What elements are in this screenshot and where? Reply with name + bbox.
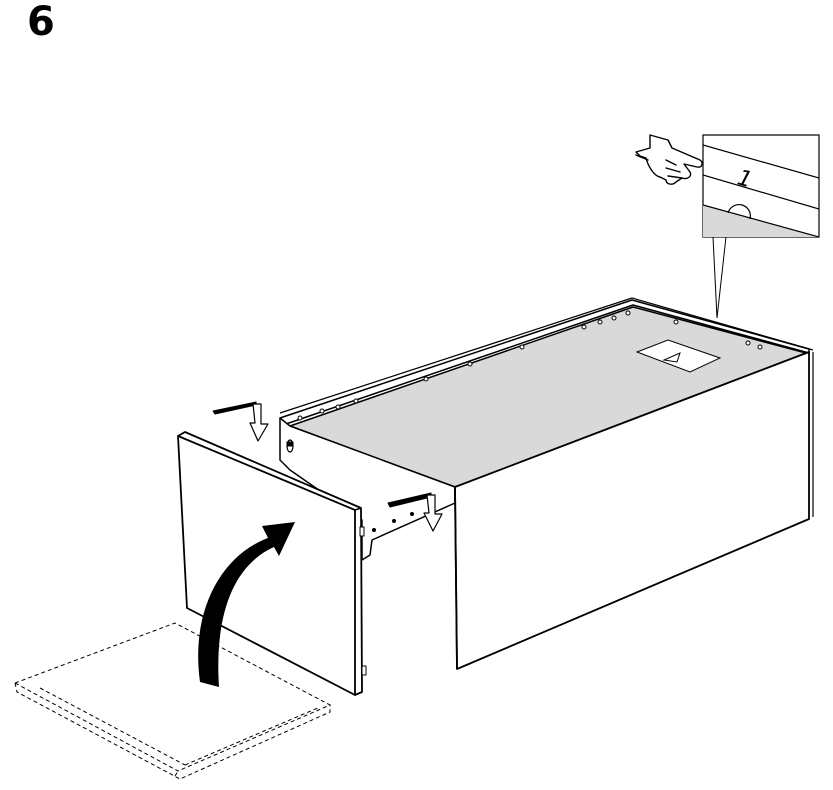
down-arrow-icon	[387, 492, 443, 532]
down-arrow-icon	[212, 401, 269, 442]
warning-label	[635, 339, 722, 373]
detail-inset: 1	[702, 134, 820, 319]
pointing-hand-icon	[635, 134, 703, 185]
part-label: 1	[734, 165, 754, 193]
step-number: 6	[27, 0, 55, 45]
panel-flat-outline	[13, 622, 332, 780]
dowel-holes	[297, 310, 763, 421]
curved-arrow-icon	[198, 522, 295, 687]
front-panel	[177, 431, 367, 696]
warning-triangle-icon	[662, 352, 681, 363]
